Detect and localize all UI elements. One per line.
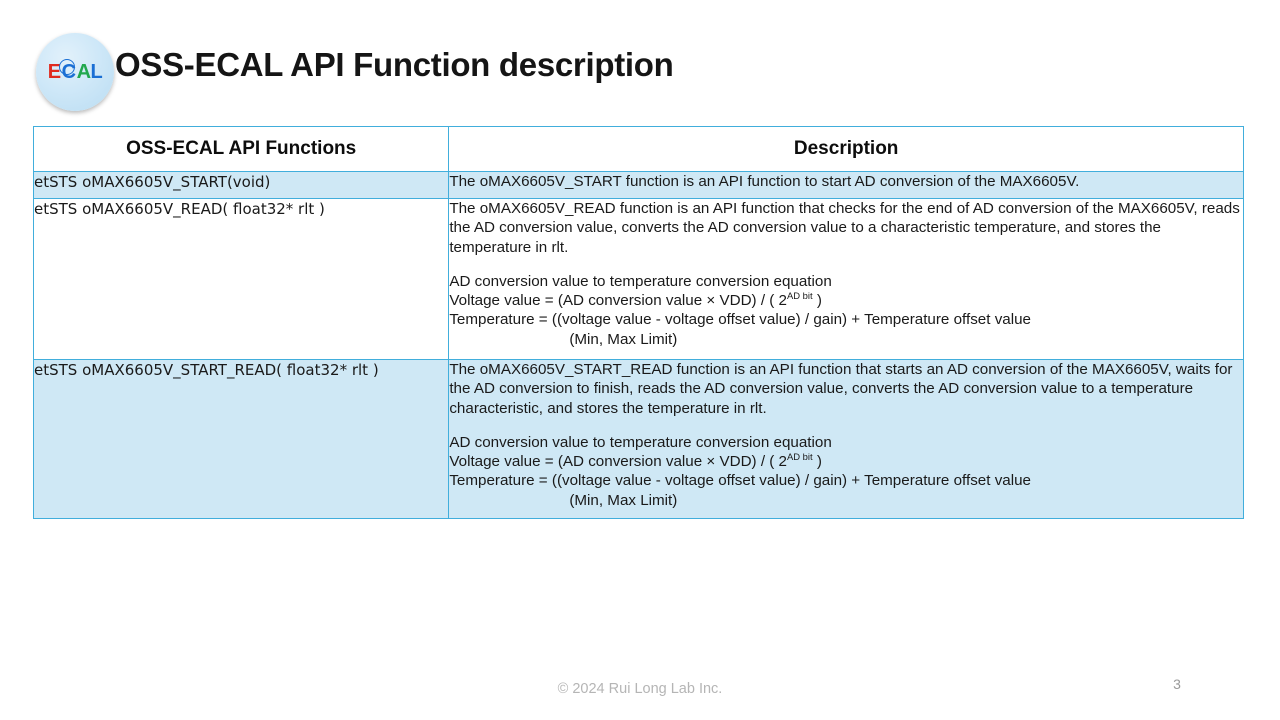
ecal-logo-text: ECAL: [47, 61, 103, 83]
page-number: 3: [1173, 676, 1181, 692]
slide-header: ECAL OSS-ECAL API Function description: [0, 0, 1280, 118]
logo-letter-c: C: [61, 61, 76, 83]
column-header-description: Description: [448, 126, 1244, 172]
description-intro: The oMAX6605V_START function is an API f…: [449, 173, 1080, 190]
paragraph-spacer: [449, 257, 1243, 272]
ecal-logo: ECAL: [36, 33, 114, 111]
api-function-table: OSS-ECAL API Functions Description etSTS…: [32, 126, 1244, 519]
cell-description: The oMAX6605V_START_READ function is an …: [448, 359, 1244, 519]
table-row: etSTS oMAX6605V_START_READ( float32* rlt…: [32, 359, 1244, 519]
cell-function-name: etSTS oMAX6605V_START(void): [32, 171, 450, 199]
logo-letter-e: E: [47, 61, 61, 83]
equation-heading: AD conversion value to temperature conve…: [449, 272, 832, 290]
table-header-row: OSS-ECAL API Functions Description: [32, 126, 1244, 172]
equation-voltage-suffix: ): [812, 453, 822, 471]
equation-temperature: Temperature = ((voltage value - voltage …: [449, 472, 1031, 490]
table-row: etSTS oMAX6605V_READ( float32* rlt ) The…: [32, 198, 1244, 360]
equation-temperature: Temperature = ((voltage value - voltage …: [449, 311, 1031, 329]
table-row: etSTS oMAX6605V_START(void) The oMAX6605…: [32, 171, 1244, 199]
equation-heading: AD conversion value to temperature conve…: [449, 433, 832, 451]
column-header-functions: OSS-ECAL API Functions: [32, 126, 450, 172]
cell-description: The oMAX6605V_START function is an API f…: [448, 171, 1244, 199]
equation-voltage-superscript: AD bit: [787, 451, 813, 463]
logo-letter-l: L: [90, 61, 103, 83]
cell-description: The oMAX6605V_READ function is an API fu…: [448, 198, 1244, 360]
equation-voltage-superscript: AD bit: [787, 290, 813, 302]
equation-voltage: Voltage value = (AD conversion value × V…: [449, 291, 1243, 310]
copyright-notice: © 2024 Rui Long Lab Inc.: [557, 681, 723, 697]
cell-function-name: etSTS oMAX6605V_START_READ( float32* rlt…: [32, 359, 450, 519]
cell-function-name: etSTS oMAX6605V_READ( float32* rlt ): [32, 198, 450, 360]
description-intro: The oMAX6605V_READ function is an API fu…: [449, 200, 1240, 256]
equation-limit-note: (Min, Max Limit): [569, 330, 678, 348]
equation-voltage-prefix: Voltage value = (AD conversion value × V…: [449, 453, 787, 471]
page-title: OSS-ECAL API Function description: [115, 46, 674, 83]
logo-letter-a: A: [76, 61, 91, 83]
description-intro: The oMAX6605V_START_READ function is an …: [449, 361, 1233, 417]
equation-voltage: Voltage value = (AD conversion value × V…: [449, 452, 1243, 471]
equation-voltage-suffix: ): [812, 292, 822, 310]
equation-limit-note: (Min, Max Limit): [569, 491, 678, 509]
paragraph-spacer: [449, 418, 1243, 433]
equation-voltage-prefix: Voltage value = (AD conversion value × V…: [449, 292, 787, 310]
